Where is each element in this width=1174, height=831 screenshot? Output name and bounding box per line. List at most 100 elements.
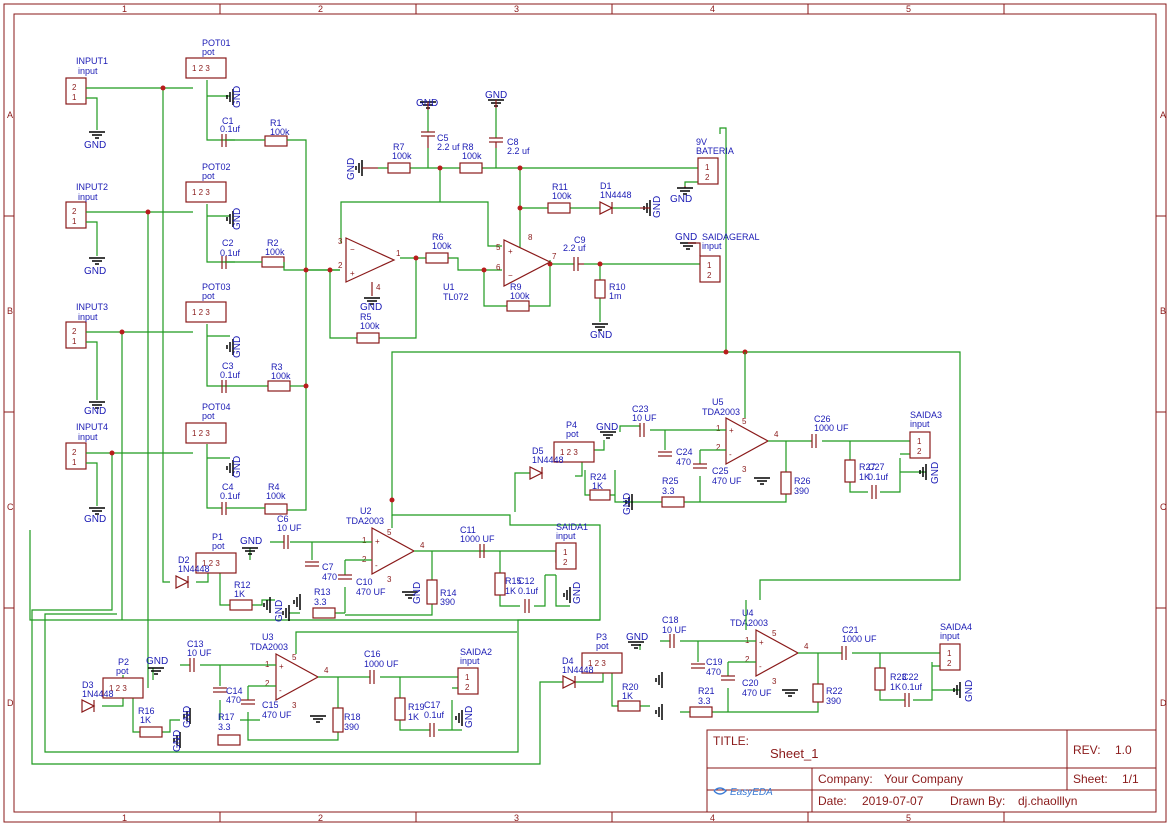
saida4-connector[interactable] xyxy=(939,643,961,671)
svg-text:1: 1 xyxy=(396,249,401,258)
svg-text:1: 1 xyxy=(917,437,922,446)
pot04[interactable] xyxy=(185,422,227,444)
r20[interactable] xyxy=(617,700,641,712)
amp-u2: + - 1 2 4 5 3 U2 TDA2003 C6 10 UF C7 470… xyxy=(29,506,600,622)
svg-text:GND: GND xyxy=(240,536,262,547)
p2-pot[interactable] xyxy=(102,677,144,699)
svg-text:GND: GND xyxy=(930,462,941,484)
r12[interactable] xyxy=(229,599,253,611)
svg-text:C23: C23 xyxy=(632,404,649,414)
r27[interactable] xyxy=(844,459,856,483)
saidageral-connector[interactable] xyxy=(699,255,721,283)
svg-text:D5: D5 xyxy=(532,446,544,456)
row-label: C xyxy=(1160,502,1167,512)
d3-diode[interactable] xyxy=(81,699,96,713)
input1-connector[interactable] xyxy=(65,77,87,105)
u2-amplifier[interactable] xyxy=(371,526,416,576)
svg-text:C15: C15 xyxy=(262,700,279,710)
u1-value: TL072 xyxy=(443,292,469,302)
r8[interactable] xyxy=(459,162,483,174)
p3-pot[interactable] xyxy=(581,652,623,674)
r14[interactable] xyxy=(426,579,438,605)
svg-text:GND: GND xyxy=(232,456,243,478)
row-label: A xyxy=(1160,110,1166,120)
r13[interactable] xyxy=(312,607,336,619)
u1a-opamp[interactable] xyxy=(345,237,396,283)
svg-text:3.3: 3.3 xyxy=(218,722,231,732)
d5-diode[interactable] xyxy=(529,466,544,480)
svg-text:pot: pot xyxy=(202,411,215,421)
r15[interactable] xyxy=(494,572,506,596)
u1b-opamp[interactable] xyxy=(503,239,552,287)
r26[interactable] xyxy=(780,471,792,495)
r18[interactable] xyxy=(332,707,344,733)
svg-text:GND: GND xyxy=(172,730,183,752)
svg-text:9V: 9V xyxy=(696,137,707,147)
input3-connector[interactable] xyxy=(65,321,87,349)
saida1-connector[interactable] xyxy=(555,542,577,570)
r21[interactable] xyxy=(689,706,713,718)
svg-text:-: - xyxy=(729,450,732,459)
r25[interactable] xyxy=(661,496,685,508)
r11[interactable] xyxy=(547,202,571,214)
pot02[interactable] xyxy=(185,181,227,203)
svg-text:C18: C18 xyxy=(662,615,679,625)
r5[interactable] xyxy=(356,332,380,344)
p1-pot[interactable] xyxy=(195,552,237,574)
svg-text:pot: pot xyxy=(202,47,215,57)
svg-text:C11: C11 xyxy=(460,525,476,535)
svg-text:C17: C17 xyxy=(424,700,441,710)
r4[interactable] xyxy=(264,503,288,515)
u4-amplifier[interactable] xyxy=(755,628,800,678)
svg-text:C27: C27 xyxy=(868,462,885,472)
r1[interactable] xyxy=(264,135,288,147)
svg-text:POT02: POT02 xyxy=(202,162,231,172)
svg-text:GND: GND xyxy=(182,706,193,728)
amp-u5: + - 1 2 4 5 3 U5 TDA2003 C23 10 UF C24 4… xyxy=(514,352,942,515)
svg-text:1: 1 xyxy=(72,217,77,226)
svg-text:C16: C16 xyxy=(364,649,381,659)
r16[interactable] xyxy=(139,726,163,738)
r7[interactable] xyxy=(387,162,411,174)
svg-text:1m: 1m xyxy=(609,291,622,301)
svg-text:2.2 uf: 2.2 uf xyxy=(507,146,530,156)
u3-amplifier[interactable] xyxy=(275,652,320,702)
r2[interactable] xyxy=(261,256,285,268)
svg-text:C20: C20 xyxy=(742,678,759,688)
input4-connector[interactable] xyxy=(65,442,87,470)
r23[interactable] xyxy=(874,667,886,691)
svg-text:470: 470 xyxy=(226,695,241,705)
svg-text:C24: C24 xyxy=(676,447,693,457)
r6[interactable] xyxy=(425,252,449,264)
r10[interactable] xyxy=(594,279,606,299)
svg-text:GND: GND xyxy=(146,656,168,667)
svg-text:GND: GND xyxy=(84,514,106,525)
input2-connector[interactable] xyxy=(65,201,87,229)
svg-text:1: 1 xyxy=(563,548,568,557)
svg-text:2: 2 xyxy=(465,683,470,692)
svg-text:1 2 3: 1 2 3 xyxy=(560,448,578,457)
battery-connector[interactable] xyxy=(697,157,719,185)
d1-diode[interactable] xyxy=(599,201,614,215)
pot03[interactable] xyxy=(185,301,227,323)
r24[interactable] xyxy=(589,489,611,501)
r17[interactable] xyxy=(217,734,241,746)
svg-text:1K: 1K xyxy=(408,712,419,722)
d4-diode[interactable] xyxy=(562,675,577,689)
r3[interactable] xyxy=(267,380,291,392)
r22[interactable] xyxy=(812,683,824,703)
svg-text:100k: 100k xyxy=(271,371,291,381)
row-label: C xyxy=(7,502,14,512)
svg-text:390: 390 xyxy=(794,486,809,496)
r9[interactable] xyxy=(506,300,530,312)
saida2-connector[interactable] xyxy=(457,667,479,695)
r19[interactable] xyxy=(394,697,406,721)
svg-text:-: - xyxy=(279,686,282,695)
u5-amplifier[interactable] xyxy=(725,416,770,466)
svg-text:R11: R11 xyxy=(552,182,568,192)
d2-diode[interactable] xyxy=(175,575,190,589)
saida3-connector[interactable] xyxy=(909,431,931,459)
pot01[interactable] xyxy=(185,57,227,79)
p4-pot[interactable] xyxy=(553,441,595,463)
col-label: 3 xyxy=(514,4,519,14)
